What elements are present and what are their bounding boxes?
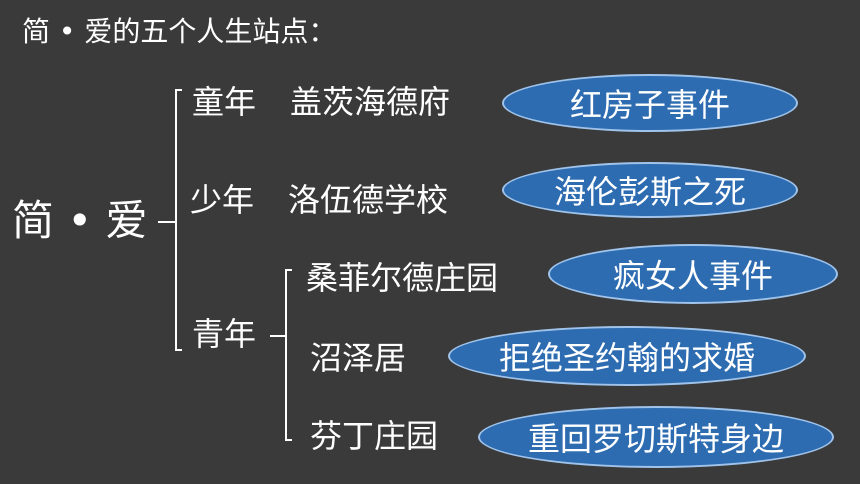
branch-youth-early-period: 少年 bbox=[190, 181, 255, 219]
youth-bracket bbox=[285, 269, 292, 441]
event-red-room: 红房子事件 bbox=[502, 74, 798, 132]
place-marsh-end: 沼泽居 bbox=[310, 339, 407, 377]
event-helen-death: 海伦彭斯之死 bbox=[502, 162, 798, 218]
place-ferndean: 芬丁庄园 bbox=[310, 417, 439, 455]
branch-youth-early-place: 洛伍德学校 bbox=[288, 181, 449, 219]
event-reject-st-john: 拒绝圣约翰的求婚 bbox=[448, 326, 806, 386]
place-thornfield: 桑菲尔德庄园 bbox=[306, 259, 499, 297]
branch-childhood-period: 童年 bbox=[192, 83, 257, 121]
branch-young-adult-period: 青年 bbox=[192, 315, 257, 353]
root-node: 简 • 爱 bbox=[12, 196, 148, 245]
event-return-rochester: 重回罗切斯特身边 bbox=[478, 406, 834, 468]
main-bracket bbox=[175, 89, 182, 351]
branch-childhood-place: 盖茨海德府 bbox=[290, 83, 451, 121]
diagram-heading: 简 • 爱的五个人生站点： bbox=[22, 15, 337, 48]
event-madwoman: 疯女人事件 bbox=[548, 244, 838, 304]
